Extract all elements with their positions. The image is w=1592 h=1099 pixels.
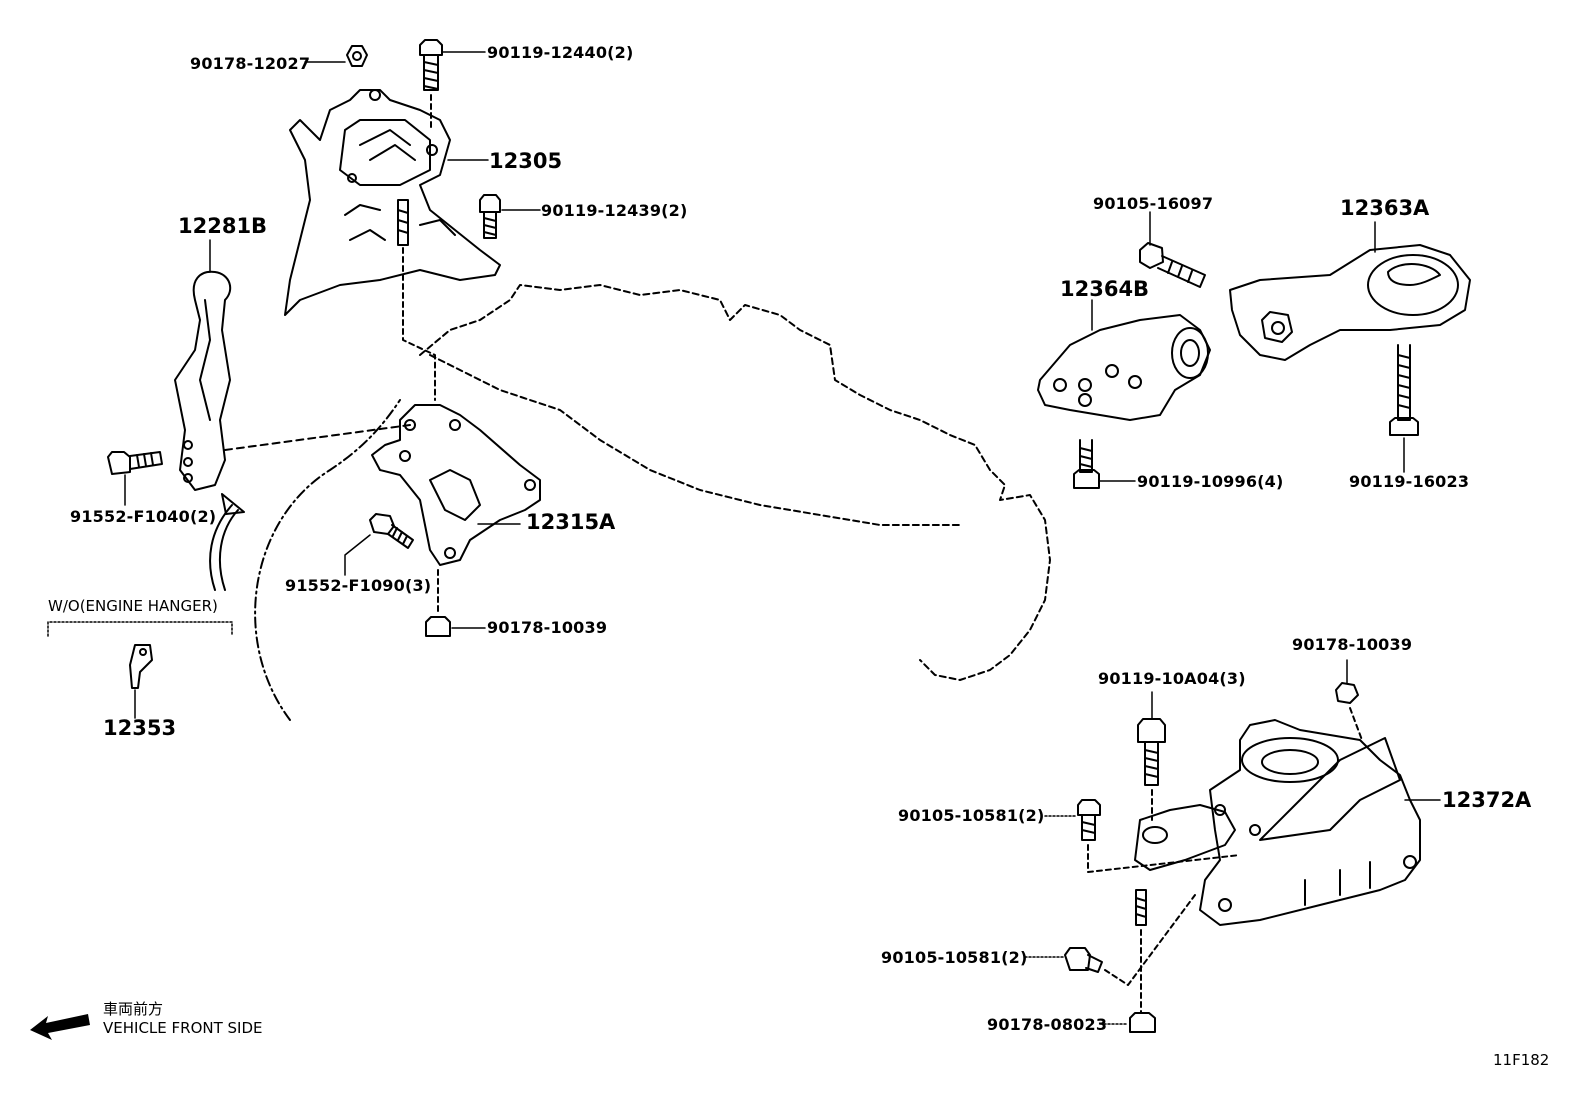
label-90178-10039-left: 90178-10039: [487, 618, 608, 637]
curved-arrow-head: [221, 493, 245, 515]
mount-12364B: [1037, 314, 1211, 421]
bolt-90119-16023: [1389, 344, 1419, 436]
dash-10581-lower: [1104, 894, 1196, 986]
label-91552-F1040: 91552-F1040(2): [70, 507, 217, 526]
bolt-91552-F1090: [369, 513, 414, 549]
bracket-12315A: [371, 404, 541, 566]
nut-90178-12027: [346, 45, 368, 67]
label-12315A: 12315A: [526, 510, 616, 534]
label-12364B: 12364B: [1060, 277, 1150, 301]
label-90105-16097: 90105-16097: [1093, 194, 1214, 213]
part-12353: [129, 644, 153, 689]
label-90178-12027: 90178-12027: [190, 54, 311, 73]
engine-lower-outline: [429, 354, 961, 526]
bolt-90119-10A04: [1137, 718, 1166, 786]
dash-12305-to-12315A: [402, 247, 436, 401]
torque-rod-12363A: [1229, 244, 1471, 361]
label-90178-10039-right: 90178-10039: [1292, 635, 1413, 654]
label-12372A: 12372A: [1442, 788, 1532, 812]
bolt-90105-10581-upper: [1077, 799, 1101, 841]
label-91552-F1090: 91552-F1090(3): [285, 576, 432, 595]
dash-nut-to-12372A: [1349, 707, 1363, 741]
engine-outline: [419, 284, 1051, 681]
stud-12372A: [1135, 889, 1147, 926]
transmission-mount-12372A: [1134, 719, 1421, 926]
stud-12305: [397, 199, 409, 246]
label-90119-12440: 90119-12440(2): [487, 43, 634, 62]
label-12281B: 12281B: [178, 214, 268, 238]
label-engine-hanger-note: W/O(ENGINE HANGER): [48, 597, 218, 615]
engine-mount-12305: [284, 89, 501, 316]
bolt-90119-12440: [419, 39, 443, 91]
label-90119-16023: 90119-16023: [1349, 472, 1470, 491]
label-90105-10581-lower: 90105-10581(2): [881, 948, 1028, 967]
label-12363A: 12363A: [1340, 196, 1430, 220]
nut-90178-08023: [1129, 1012, 1156, 1033]
figure-reference: 11F182: [1493, 1051, 1550, 1069]
label-90119-12439: 90119-12439(2): [541, 201, 688, 220]
dash-12281B-to-bracket: [224, 424, 411, 451]
bolt-90119-10996: [1073, 439, 1100, 489]
label-90178-08023: 90178-08023: [987, 1015, 1108, 1034]
bolt-90119-12439: [479, 194, 501, 239]
leader-91552-F1090: [344, 534, 371, 576]
engine-hanger-12281B: [174, 270, 232, 491]
bolt-90105-10581-lower: [1064, 947, 1103, 973]
label-90119-10996: 90119-10996(4): [1137, 472, 1284, 491]
label-front-en: VEHICLE FRONT SIDE: [103, 1019, 263, 1037]
flywheel-arc: [254, 399, 401, 721]
label-90119-10A04: 90119-10A04(3): [1098, 669, 1246, 688]
label-12305: 12305: [489, 149, 563, 173]
nut-90178-10039-left: [425, 616, 451, 637]
bolt-90105-16097: [1139, 242, 1206, 288]
vehicle-front-arrow: [30, 1014, 90, 1040]
label-90105-10581-upper: 90105-10581(2): [898, 806, 1045, 825]
nut-90178-10039-right: [1335, 682, 1359, 704]
wo-bracket-line: [47, 621, 233, 637]
label-12353: 12353: [103, 716, 177, 740]
label-front-jp: 車両前方: [103, 1000, 164, 1018]
dash-10581-upper: [1087, 844, 1241, 873]
bolt-91552-F1040: [107, 451, 163, 475]
